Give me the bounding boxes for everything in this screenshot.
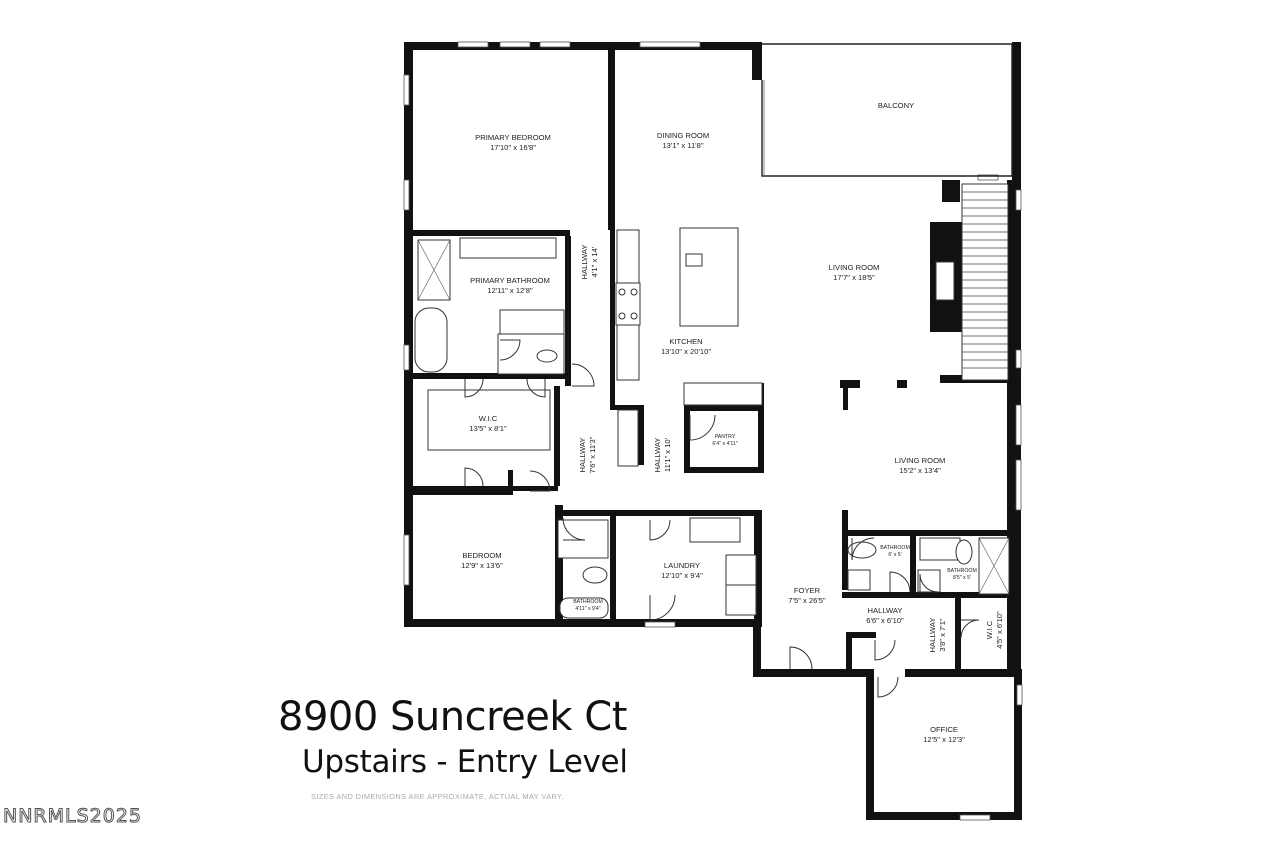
foyer-name: FOYER [794, 586, 821, 595]
hallway-a-dims: 4'1" x 14' [590, 246, 599, 277]
laundry-name: LAUNDRY [664, 561, 700, 570]
bathroom-1-name: BATHROOM [573, 599, 603, 605]
hallway-b-dims: 7'6" x 11'3" [588, 436, 597, 473]
wic-1-name: W.I.C [479, 414, 498, 423]
kitchen-name: KITCHEN [669, 337, 702, 346]
bedroom-dims: 12'9" x 13'6" [461, 561, 503, 570]
hallway-d-dims: 6'6" x 6'10" [866, 616, 904, 625]
primary-bathroom-name: PRIMARY BATHROOM [470, 276, 550, 285]
bathroom-2-dims: 6' x 5' [888, 552, 901, 558]
living-room-2-name: LIVING ROOM [895, 456, 946, 465]
mls-watermark: NNRMLS2025 [2, 805, 143, 828]
bathroom-1-dims: 4'11" x 9'4" [575, 606, 600, 612]
office-dims: 12'5" x 12'3" [923, 735, 965, 744]
kitchen-dims: 13'10" x 20'10" [661, 347, 711, 356]
hallway-d-name: HALLWAY [868, 606, 903, 615]
fixtures [414, 227, 1010, 619]
property-address-title: 8900 Suncreek Ct [278, 694, 627, 740]
interior-walls [413, 50, 1018, 670]
bathroom-3-name: BATHROOM [947, 568, 977, 574]
bathroom-3-dims: 8'5" x 5' [953, 575, 971, 581]
living-room-1-dims: 17'7" x 18'5" [833, 273, 875, 282]
office-name: OFFICE [930, 725, 958, 734]
primary-bathroom-dims: 12'11" x 12'8" [487, 286, 533, 295]
pantry-dims: 6'4" x 4'11" [712, 441, 737, 447]
hallway-c-dims: 11'1" x 10' [663, 437, 672, 472]
hallway-b-name: HALLWAY [578, 438, 587, 473]
hallway-a-name: HALLWAY [580, 245, 589, 280]
balcony-outline [761, 43, 1013, 177]
bathroom-2-name: BATHROOM [880, 545, 910, 551]
hallway-e-name: HALLWAY [928, 618, 937, 653]
primary-bedroom-name: PRIMARY BEDROOM [475, 133, 551, 142]
hallway-e-dims: 3'8" x 7'1" [938, 618, 947, 652]
room-labels: PRIMARY BEDROOM 17'10" x 16'8" DINING RO… [461, 101, 1004, 744]
wic-1-dims: 13'5" x 8'1" [469, 424, 507, 433]
wic-2-dims: 4'5" x 6'10" [995, 611, 1004, 649]
dining-room-name: DINING ROOM [657, 131, 709, 140]
pantry-name: PANTRY [715, 434, 736, 440]
hallway-c-name: HALLWAY [653, 438, 662, 473]
wic-2-name: W.I.C [985, 620, 994, 639]
living-room-1-name: LIVING ROOM [829, 263, 880, 272]
floor-level-subtitle: Upstairs - Entry Level [302, 744, 628, 780]
doors [464, 339, 980, 698]
windows [403, 41, 1023, 821]
bedroom-name: BEDROOM [462, 551, 501, 560]
balcony-name: BALCONY [878, 101, 914, 110]
laundry-dims: 12'10" x 9'4" [661, 571, 703, 580]
dining-room-dims: 13'1" x 11'8" [662, 141, 703, 150]
staircase [935, 183, 1009, 381]
primary-bedroom-dims: 17'10" x 16'8" [490, 143, 536, 152]
foyer-dims: 7'5" x 26'5" [788, 596, 826, 605]
dimensions-disclaimer: SIZES AND DIMENSIONS ARE APPROXIMATE, AC… [311, 792, 564, 801]
living-room-2-dims: 15'2" x 13'4" [899, 466, 941, 475]
